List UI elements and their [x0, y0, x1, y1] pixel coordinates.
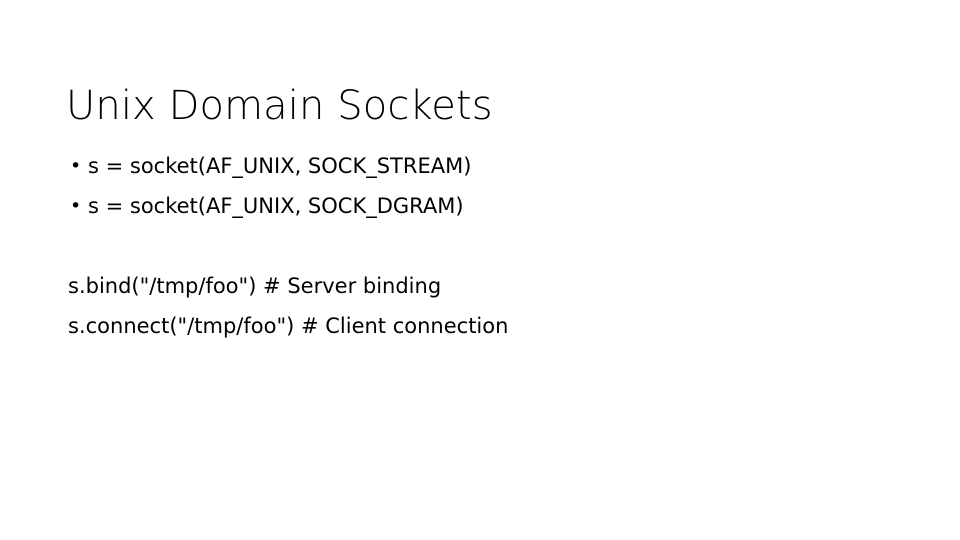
- list-item-label: s = socket(AF_UNIX, SOCK_STREAM): [88, 154, 472, 178]
- page-title: Unix Domain Sockets: [66, 82, 493, 129]
- code-block: s.bind("/tmp/foo") # Server binding s.co…: [68, 266, 898, 346]
- code-line: s.connect("/tmp/foo") # Client connectio…: [68, 314, 509, 338]
- bullet-dot-icon: •: [70, 195, 82, 217]
- list-item: • s = socket(AF_UNIX, SOCK_STREAM): [68, 146, 898, 186]
- list-item: • s = socket(AF_UNIX, SOCK_DGRAM): [68, 186, 898, 226]
- blank-line-spacer: [68, 226, 898, 266]
- list-item-label: s = socket(AF_UNIX, SOCK_DGRAM): [88, 194, 464, 218]
- code-line: s.bind("/tmp/foo") # Server binding: [68, 274, 442, 298]
- bullet-list: • s = socket(AF_UNIX, SOCK_STREAM) • s =…: [68, 146, 898, 226]
- bullet-dot-icon: •: [70, 155, 82, 177]
- slide-body: • s = socket(AF_UNIX, SOCK_STREAM) • s =…: [68, 146, 898, 346]
